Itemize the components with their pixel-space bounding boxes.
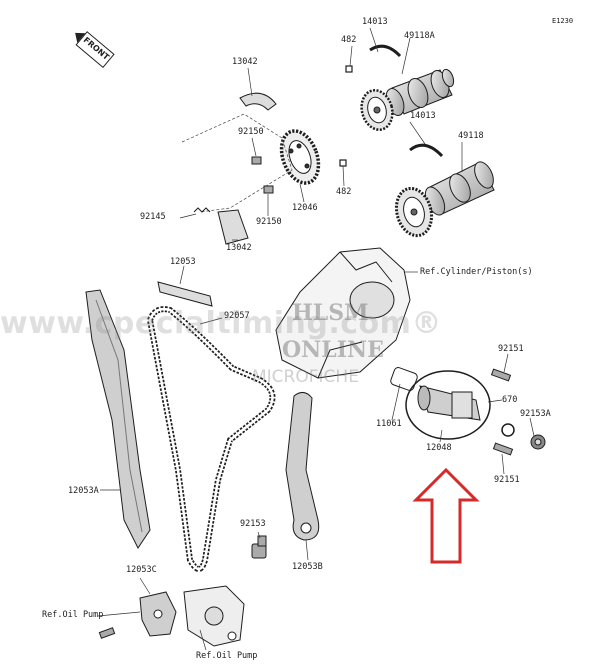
oring-670: [501, 423, 515, 437]
part-label-14013-b: 14013: [410, 111, 436, 121]
guide-13042-upper: [239, 92, 277, 111]
chain-guide-12053: [157, 281, 213, 307]
part-label-92151-b: 92151: [494, 475, 520, 485]
part-label-13042-b: 13042: [226, 243, 252, 253]
highlight-arrow: [412, 467, 480, 564]
part-label-12053b: 12053B: [292, 562, 323, 572]
part-label-49118: 49118: [458, 131, 484, 141]
timing-chain-inner: [148, 307, 274, 571]
watermark-hlsm: HLSM: [292, 300, 369, 326]
part-label-670: 670: [502, 395, 518, 405]
cap-bolt-92153a: [530, 434, 546, 450]
chain-guide-12053a: [85, 289, 151, 549]
part-label-92150-a: 92150: [238, 127, 264, 137]
guide-12053c: [139, 591, 177, 637]
part-label-92153a: 92153A: [520, 409, 551, 419]
tensioner-highlight-ring: [405, 370, 491, 440]
cam-cap-14013-upper: [369, 44, 402, 58]
part-label-11061: 11061: [376, 419, 402, 429]
part-label-12053a: 12053A: [68, 486, 99, 496]
part-label-92057: 92057: [224, 311, 250, 321]
part-label-49118a: 49118A: [404, 31, 435, 41]
tensioner-12048: [417, 385, 481, 421]
bolts-92150: [251, 156, 274, 194]
cam-sprocket-lower: [394, 186, 434, 238]
diagram-code: E1230: [552, 17, 574, 25]
part-label-482-a: 482: [341, 35, 357, 45]
spring-92145: [193, 207, 211, 213]
part-label-92151-a: 92151: [498, 344, 524, 354]
cam-cap-14013-lower: [409, 143, 444, 158]
ref-oil-pump-label-1: Ref.Oil Pump: [42, 610, 104, 620]
cylinder-head-ref: [275, 247, 411, 379]
cam-sprocket-upper: [360, 89, 394, 131]
idle-sprocket-12046: [279, 129, 321, 185]
oil-pump-ref: [183, 585, 245, 647]
part-label-13042-a: 13042: [232, 57, 258, 67]
bracket-outline-dash: [181, 113, 293, 213]
bolt-oil-pump: [98, 627, 116, 639]
ref-oil-pump-label-2: Ref.Oil Pump: [196, 651, 258, 661]
part-label-12046: 12046: [292, 203, 318, 213]
bolts-92151: [490, 368, 514, 456]
bolt-92153: [251, 535, 267, 559]
part-label-92145: 92145: [140, 212, 166, 222]
part-label-482-b: 482: [336, 187, 352, 197]
clips-482: [339, 65, 353, 167]
watermark-online: ONLINE: [282, 337, 384, 363]
watermark-micro: MICROFICHE: [252, 367, 359, 387]
guide-13042-lower: [217, 209, 249, 245]
camshaft-exhaust: [424, 161, 495, 216]
part-label-12053: 12053: [170, 257, 196, 267]
part-label-92153: 92153: [240, 519, 266, 529]
part-label-12053c: 12053C: [126, 565, 157, 575]
tensioner-guide-12053b: [285, 392, 320, 541]
leader-lines: [97, 27, 535, 651]
part-label-12048: 12048: [426, 443, 452, 453]
gasket-11061: [390, 367, 418, 391]
part-label-92150-b: 92150: [256, 217, 282, 227]
watermark-site: www.cpecialtiming.com®: [0, 306, 442, 341]
ref-cylinder-label: Ref.Cylinder/Piston(s): [420, 267, 533, 277]
part-label-14013-a: 14013: [362, 17, 388, 27]
camshaft-intake: [385, 68, 455, 116]
